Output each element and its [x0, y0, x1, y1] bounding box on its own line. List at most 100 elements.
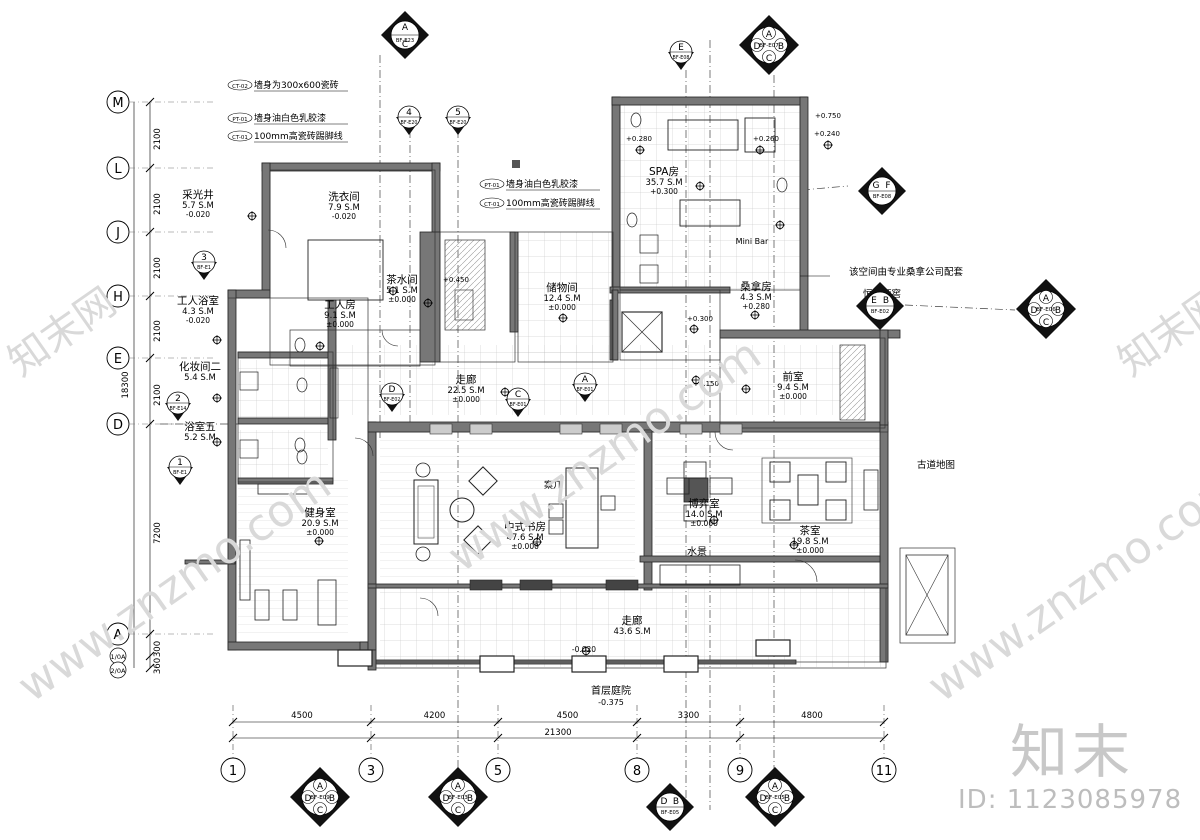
- total-width: 21300: [544, 728, 571, 738]
- room-name: 浴室五: [184, 420, 216, 433]
- marker-ref: BF-E05: [661, 810, 679, 816]
- door-swing: [267, 229, 287, 249]
- door-swing: [354, 437, 374, 457]
- chair: [683, 504, 707, 522]
- bathtub: [667, 119, 739, 151]
- tea-table: [797, 474, 819, 506]
- washbasin: [239, 439, 259, 459]
- wall-niche: [599, 423, 623, 435]
- dim-tick: [145, 163, 155, 173]
- marker-letter: B: [883, 296, 889, 306]
- note-code-badge: [479, 178, 505, 190]
- grid-column-bubble: [485, 757, 511, 783]
- grid-column-bubble: [358, 757, 384, 783]
- wall-niche: [519, 579, 553, 591]
- marker-letter: E: [678, 43, 684, 53]
- marker-letter: D: [754, 42, 761, 52]
- room-name: 洗衣间: [328, 190, 360, 203]
- marker-letter: B: [329, 794, 335, 804]
- door-swing: [794, 559, 818, 583]
- chair: [683, 461, 707, 479]
- room-level: +0.280: [742, 302, 770, 311]
- room-name: 储物间: [546, 281, 578, 294]
- floor-area: [238, 430, 328, 480]
- marker-ref: BF-E09: [310, 795, 330, 801]
- marker-letter: C: [772, 806, 778, 816]
- wall: [643, 429, 653, 591]
- armchair: [463, 525, 493, 555]
- marker-letter: A: [402, 23, 409, 33]
- section-line: [904, 304, 1016, 311]
- floor-area: [380, 585, 885, 667]
- wall: [227, 289, 237, 651]
- section-marker: ABF-E01: [572, 372, 598, 402]
- note-text: 墙身油白色乳胶漆: [506, 178, 578, 190]
- column: [479, 655, 515, 673]
- marker-letter: D: [661, 797, 668, 807]
- dim-tick: [228, 733, 238, 743]
- marker-letter: C: [317, 806, 323, 816]
- armchair: [769, 461, 791, 483]
- elevator: [621, 311, 663, 353]
- grid-column-bubble: [871, 757, 897, 783]
- room-area: 9.4 S.M: [777, 383, 809, 393]
- dim-tick: [493, 717, 503, 727]
- room-name: 工人房: [324, 298, 356, 311]
- section-marker: CBF-E01: [505, 387, 531, 417]
- armchair: [769, 499, 791, 521]
- wall: [367, 421, 377, 651]
- wall: [611, 96, 808, 106]
- room-name: 工人浴室: [177, 294, 219, 307]
- level-label: +0.750: [815, 112, 841, 120]
- section-marker: 4BF-E20: [396, 105, 422, 135]
- marker-letter: D: [305, 794, 312, 804]
- marker-letter: G: [873, 181, 880, 191]
- dim-tick: [493, 733, 503, 743]
- level-label: +0.300: [687, 315, 713, 323]
- toilet: [296, 377, 308, 393]
- dim-tick: [735, 733, 745, 743]
- door-swing: [714, 431, 734, 451]
- room-name: 博弈室: [688, 497, 720, 510]
- dim-tick: [366, 717, 376, 727]
- map-label: 古道地图: [917, 459, 955, 471]
- column-dimension: 4500: [557, 711, 579, 721]
- room-area: 22.5 S.M: [447, 386, 484, 396]
- wall-niche: [719, 423, 743, 435]
- wall: [237, 417, 334, 425]
- grid-row-label: M: [112, 96, 123, 111]
- massage-bed: [679, 199, 741, 227]
- level-label: +0.150: [693, 380, 719, 388]
- courtyard-level: -0.375: [598, 698, 624, 707]
- row-dimension: 2100: [153, 128, 163, 150]
- room-area: 9.1 S.M: [324, 311, 356, 321]
- level-label: +0.260: [753, 135, 779, 143]
- marker-letter: B: [778, 42, 784, 52]
- room-area: 43.6 S.M: [613, 627, 650, 637]
- grid-sub-label: 1/0A: [111, 653, 126, 661]
- wall: [237, 477, 334, 485]
- wall: [799, 96, 809, 338]
- note-code: CT-01: [484, 202, 500, 208]
- wall: [431, 162, 441, 236]
- column-dimension: 3300: [678, 711, 700, 721]
- column-dimension: 4800: [801, 711, 823, 721]
- armchair: [468, 466, 498, 496]
- dim-tick: [145, 97, 155, 107]
- room-name: 走廊: [622, 614, 643, 627]
- exercise-machine: [282, 589, 298, 621]
- room-level: ±0.000: [388, 295, 416, 304]
- desk: [565, 467, 599, 549]
- row-dimensions: 21002100210021002100720030036018300MLJHE…: [106, 90, 215, 679]
- level-label: +0.280: [626, 135, 652, 143]
- wall-niche: [469, 423, 493, 435]
- stool: [548, 519, 564, 535]
- image-id: ID: 1123085978: [958, 785, 1183, 815]
- row-dimension: 2100: [153, 320, 163, 342]
- marker-letter: A: [455, 782, 462, 792]
- grid-axes: [160, 40, 1016, 810]
- marker-letter: 3: [201, 253, 207, 263]
- treadmill: [317, 579, 337, 626]
- room-name: 走廊: [456, 373, 477, 386]
